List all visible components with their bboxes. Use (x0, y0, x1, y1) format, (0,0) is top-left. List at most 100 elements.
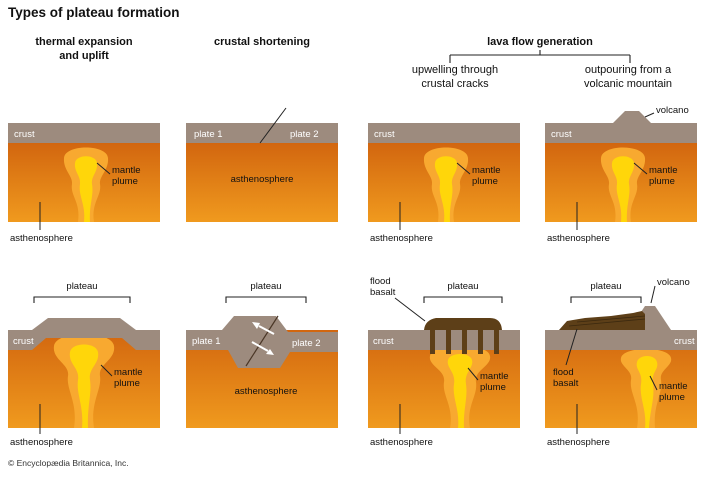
basalt-dike (446, 328, 451, 354)
mantle-plume-leader-line (456, 162, 471, 175)
basalt-layer-line (576, 315, 646, 323)
plate2-label: plate 2 (292, 338, 321, 349)
flood-basalt-leader-line (565, 328, 578, 366)
crust-layer (8, 123, 160, 143)
figure-title: Types of plateau formation (8, 5, 180, 20)
plate2-label: plate 2 (290, 129, 319, 140)
plateau-label: plateau (447, 281, 478, 292)
panel-upwelling-before: crust mantle plume asthenosphere (368, 123, 520, 244)
volcano-label: volcano (656, 105, 689, 116)
mantle-plume-label-line1: mantle (472, 165, 501, 176)
mantle-plume-leader-line (633, 162, 648, 175)
panel-thermal-after: plateau crust mantle plume asthenosphere (8, 281, 160, 447)
plateau-bracket (225, 296, 307, 303)
asthenosphere-label: asthenosphere (231, 174, 294, 185)
basalt-layer-line (568, 318, 646, 327)
subheader-upwelling: upwelling through crustal cracks (383, 64, 527, 92)
flood-basalt-label-line2: basalt (553, 378, 579, 389)
lava-flow-bracket (449, 50, 631, 63)
panel-thermal-before: crust mantle plume asthenosphere (8, 123, 160, 244)
panel-outpouring-before: volcano crust mantle plume asthenosphere (545, 105, 697, 244)
panel-upwelling-after: plateau flood basalt crust mantle plume … (368, 276, 520, 447)
asthenosphere-label: asthenosphere (10, 233, 73, 244)
crust-layer (186, 123, 338, 143)
basalt-dike (478, 328, 483, 354)
plateau-bracket (423, 296, 503, 303)
crust-label: crust (13, 336, 34, 347)
header-thermal-line1: thermal expansion (35, 36, 133, 48)
mantle-plume-leader-line (96, 162, 111, 175)
panel-outpouring-after: plateau volcano crust flood basalt mantl… (545, 277, 697, 447)
crust-layer-with-volcano (545, 306, 697, 350)
crust-layer (368, 123, 520, 143)
crust-label: crust (14, 129, 35, 140)
mantle-plume-core (447, 354, 473, 428)
plate1-label: plate 1 (194, 129, 223, 140)
header-crustal-shortening: crustal shortening (214, 36, 310, 48)
header-thermal-line2: and uplift (59, 49, 109, 62)
flood-basalt-cap (424, 318, 502, 330)
volcano-label: volcano (657, 277, 690, 288)
plate-motion-arrow-shaft-left (258, 325, 275, 335)
mantle-plume-leader-line (467, 367, 479, 381)
crust-label: crust (674, 336, 695, 347)
mantle-plume-label-line1: mantle (649, 165, 678, 176)
asthenosphere-label: asthenosphere (235, 386, 298, 397)
header-lava-flow: lava flow generation (487, 36, 593, 48)
mantle-plume-label-line2: plume (480, 382, 506, 393)
subheader-outpouring-line1: outpouring from a (584, 64, 672, 76)
crust-label: crust (551, 129, 572, 140)
mantle-plume-core (434, 156, 458, 222)
flood-basalt-label-line1: flood (553, 367, 574, 378)
plateau-bracket (570, 296, 642, 303)
mantle-plume-label-line1: mantle (480, 371, 509, 382)
mantle-plume-label-line1: mantle (114, 367, 143, 378)
volcano-leader-line (644, 112, 655, 118)
mantle-plume-core (69, 344, 99, 428)
mantle-plume-label-line2: plume (659, 392, 685, 403)
mantle-plume-label-line2: plume (114, 378, 140, 389)
mantle-plume-leader-line (649, 375, 658, 391)
mantle-plume-label-line2: plume (649, 176, 675, 187)
flood-basalt-leader-line (394, 297, 426, 322)
subheader-upwelling-line1: upwelling through (411, 64, 499, 76)
plateau-label: plateau (250, 281, 281, 292)
asthenosphere-label: asthenosphere (10, 437, 73, 447)
crust-layer-plateau (8, 318, 160, 350)
asthenosphere-label: asthenosphere (370, 437, 433, 447)
panel-shortening-after: plateau plate 1 plate 2 asthenosphere (186, 281, 338, 428)
plate-motion-arrow-head-left (252, 322, 260, 329)
basalt-dike (430, 328, 435, 354)
plateau-bracket (33, 296, 131, 303)
mantle-plume-label-line1: mantle (112, 165, 141, 176)
basalt-dike (494, 328, 499, 354)
flood-basalt-label-line1: flood (370, 276, 391, 287)
asthenosphere-label: asthenosphere (370, 233, 433, 244)
plateau-label: plateau (590, 281, 621, 292)
plate-boundary-line (259, 107, 287, 144)
mantle-plume-label-line1: mantle (659, 381, 688, 392)
mantle-plume-core (74, 156, 98, 222)
subheader-outpouring: outpouring from a volcanic mountain (556, 64, 700, 92)
mantle-plume-label-line2: plume (472, 176, 498, 187)
asthenosphere-region (186, 143, 338, 222)
flood-basalt-label-line2: basalt (370, 287, 396, 298)
plateau-label: plateau (66, 281, 97, 292)
basalt-dike (462, 328, 467, 354)
asthenosphere-label: asthenosphere (547, 437, 610, 447)
subheader-outpouring-line2: volcanic mountain (583, 77, 673, 90)
plate-motion-arrow-head-right (266, 349, 274, 355)
crust-layer-with-volcano (545, 111, 697, 143)
volcano-leader-line (650, 285, 656, 304)
panel-shortening-before: plate 1 plate 2 asthenosphere (186, 107, 338, 222)
thrust-fault-line (245, 315, 279, 367)
header-thermal-expansion: thermal expansion and uplift (8, 36, 160, 64)
mantle-plume-label-line2: plume (112, 176, 138, 187)
plate-motion-arrow-shaft-right (251, 341, 269, 352)
plate1-label: plate 1 (192, 336, 221, 347)
asthenosphere-label: asthenosphere (547, 233, 610, 244)
mantle-plume-core (636, 356, 658, 428)
copyright-notice: © Encyclopædia Britannica, Inc. (8, 458, 129, 468)
subheader-upwelling-line2: crustal cracks (421, 77, 489, 90)
